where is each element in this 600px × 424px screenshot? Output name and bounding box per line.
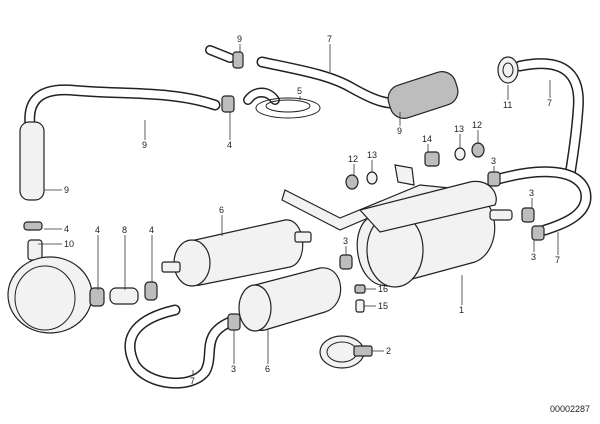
hose-right-loop — [489, 166, 592, 236]
pump-holder-ring — [255, 97, 321, 119]
callout-10: 10 — [64, 239, 74, 249]
connector-left — [27, 239, 43, 261]
hose-elbow-center — [243, 87, 280, 105]
callout-11: 11 — [503, 100, 512, 110]
callout-6-lower-filter: 6 — [265, 364, 270, 374]
callout-13-right: 13 — [454, 124, 464, 134]
callout-3-center: 3 — [343, 236, 348, 246]
callout-9-damper: 9 — [64, 185, 69, 195]
pump-holder-ring-inner — [265, 99, 311, 113]
clamp-left — [23, 221, 43, 231]
callout-7-right-lower: 7 — [555, 255, 560, 265]
damper-sleeve — [109, 287, 139, 305]
grommet-top-right-inner — [502, 62, 514, 78]
screw-16 — [354, 284, 366, 294]
fuel-filter-upper-outlet — [294, 231, 312, 243]
callout-6-upper-filter: 6 — [219, 205, 224, 215]
callout-4-far-left: 4 — [95, 225, 100, 235]
callout-2: 2 — [386, 346, 391, 356]
callout-4-mid: 4 — [149, 225, 154, 235]
fuel-filter-lower-face — [238, 284, 272, 332]
screw-15 — [355, 299, 365, 313]
leader-lines — [38, 44, 559, 376]
canister-main-nipple — [489, 209, 513, 221]
callout-5: 5 — [297, 86, 302, 96]
hose-top-center — [256, 56, 396, 109]
callout-4-left: 4 — [64, 224, 69, 234]
callout-15: 15 — [378, 301, 388, 311]
callout-3-right-mid: 3 — [529, 188, 534, 198]
callout-8: 8 — [122, 225, 127, 235]
mounting-spacers — [345, 142, 485, 190]
callout-3-bottom: 3 — [231, 364, 236, 374]
callout-1: 1 — [459, 305, 464, 315]
callout-12-right: 12 — [472, 120, 482, 130]
canister-main-top — [358, 180, 497, 233]
grommet-top-right — [497, 56, 519, 84]
fuel-filter-upper-inlet — [161, 261, 181, 273]
callout-7-right-top: 7 — [547, 98, 552, 108]
hose-stub-top-left — [205, 45, 235, 63]
callout-9-top: 9 — [237, 34, 242, 44]
callout-labels: 9 7 5 11 7 9 9 4 9 4 10 14 13 12 12 13 3… — [64, 34, 560, 386]
callout-12-left: 12 — [348, 154, 358, 164]
callout-3-right-upper: 3 — [491, 156, 496, 166]
damper-tube-left — [19, 121, 45, 201]
callout-3-right-lower: 3 — [531, 252, 536, 262]
callout-14: 14 — [422, 134, 432, 144]
canister-left-face — [14, 265, 76, 331]
callout-7-top: 7 — [327, 34, 332, 44]
hose-left-upper — [24, 84, 221, 131]
callout-9-sleeve: 9 — [397, 126, 402, 136]
callout-7-bottom: 7 — [190, 376, 195, 386]
bracket-tab — [394, 164, 415, 186]
callout-9-left-hose: 9 — [142, 140, 147, 150]
callout-4-top: 4 — [227, 140, 232, 150]
callout-16: 16 — [378, 284, 388, 294]
hose-bottom — [124, 304, 236, 389]
band-clamp-screw — [353, 345, 373, 357]
document-number: 00002287 — [549, 404, 590, 414]
hose-top-right — [514, 58, 584, 181]
callout-13-left: 13 — [367, 150, 377, 160]
rubber-sleeve-top — [387, 71, 459, 119]
canister-left-shell — [7, 256, 93, 334]
